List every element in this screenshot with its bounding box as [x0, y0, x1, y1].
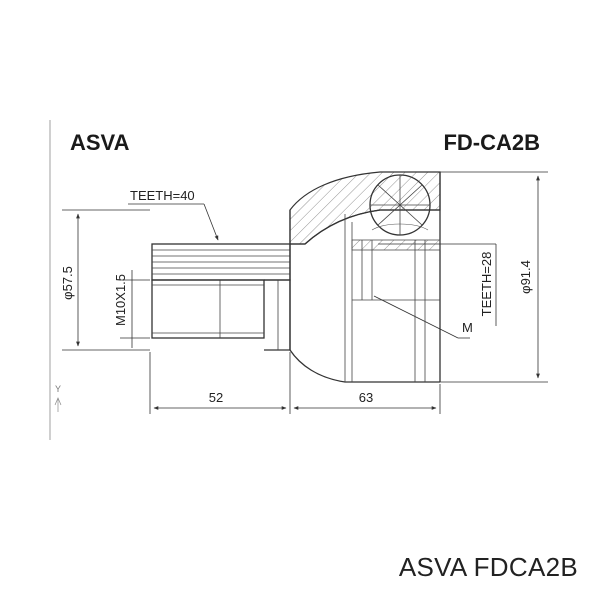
- leader-teeth-outer: [128, 203, 219, 241]
- brand-label: ASVA: [70, 130, 130, 155]
- dim-lengths: [149, 352, 441, 414]
- splined-shaft: [151, 243, 291, 281]
- shaft-neck: [264, 279, 291, 351]
- svg-text:Y: Y: [55, 384, 61, 394]
- thread-label: M10X1.5: [113, 274, 128, 326]
- leader-marker: [373, 295, 470, 339]
- dim-diameter-left: [62, 209, 150, 351]
- diameter-right-label: φ91.4: [518, 260, 533, 294]
- part-code-label: FD-CA2B: [443, 130, 540, 155]
- bell-housing: [289, 171, 441, 383]
- axis-glyph: Y: [54, 384, 62, 412]
- teeth-inner-label: TEETH=28: [479, 252, 494, 317]
- teeth-outer-label: TEETH=40: [130, 188, 195, 203]
- leader-teeth-inner: [378, 243, 497, 326]
- marker-label: M: [462, 320, 473, 335]
- length-stem-label: 52: [209, 390, 223, 405]
- dim-thread: [120, 270, 150, 348]
- ball-cage: [369, 174, 431, 236]
- length-body-label: 63: [359, 390, 373, 405]
- dim-diameter-right: [440, 171, 548, 383]
- threaded-stem: [151, 279, 265, 339]
- caption-label: ASVA FDCA2B: [398, 552, 578, 582]
- diameter-left-label: φ57.5: [60, 266, 75, 300]
